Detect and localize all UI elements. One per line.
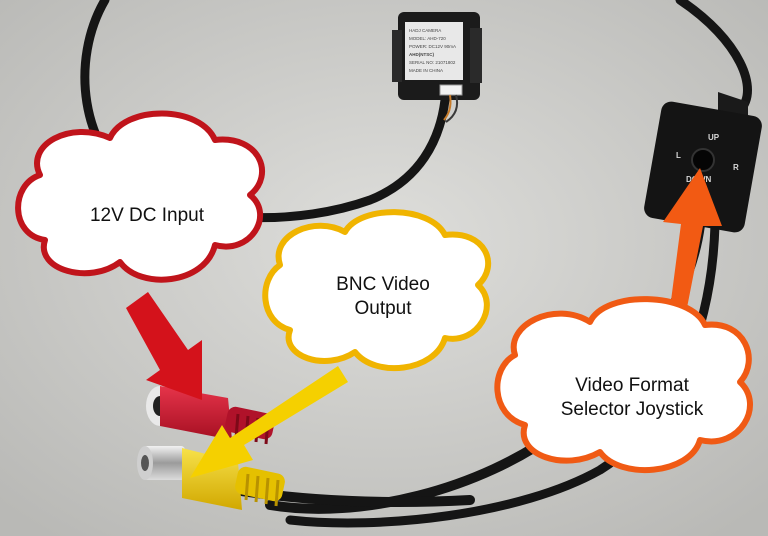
joystick-knob bbox=[691, 148, 715, 172]
callout-joystick-line1: Video Format bbox=[575, 375, 689, 396]
callout-joystick-line2: Selector Joystick bbox=[560, 399, 704, 420]
camera-connector bbox=[439, 84, 463, 96]
callout-cloud-joystick bbox=[494, 296, 753, 474]
orange-arrow bbox=[663, 168, 722, 318]
red-arrow bbox=[126, 292, 202, 400]
yellow-arrow bbox=[190, 366, 348, 478]
callout-cloud-dc-input bbox=[15, 110, 265, 283]
camera-label bbox=[405, 22, 463, 80]
camera-label-text: HADJ CAMERA MODEL: AHD-720 POWER: DC12V … bbox=[409, 28, 456, 73]
joystick-box: UP L R DOWN bbox=[644, 92, 762, 233]
callout-dc-input-label: 12V DC Input bbox=[89, 205, 205, 226]
camera-label-line: POWER: DC12V 90mA bbox=[409, 44, 456, 49]
joystick-label-up: UP bbox=[708, 133, 720, 142]
callout-bnc-line2: Output bbox=[354, 298, 412, 319]
joystick-label-right: R bbox=[733, 163, 739, 172]
camera-label-line: MODEL: AHD-720 bbox=[409, 36, 446, 41]
callout-joystick-text: Video Format Selector Joystick bbox=[522, 374, 742, 422]
cable-joystick-down-2 bbox=[285, 220, 720, 528]
callout-cloud-bnc-output bbox=[262, 209, 491, 372]
callout-bnc-line1: BNC Video bbox=[336, 274, 430, 295]
camera-module: HADJ CAMERA MODEL: AHD-720 POWER: DC12V … bbox=[392, 12, 482, 123]
callout-dc-input-text: 12V DC Input bbox=[42, 204, 252, 228]
camera-label-line: MADE IN CHINA bbox=[409, 68, 443, 73]
camera-label-line: SERIAL NO: 21071802 bbox=[409, 60, 456, 65]
callout-bnc-output-text: BNC Video Output bbox=[288, 273, 478, 321]
camera-label-line: AHD(NTSC) bbox=[409, 52, 434, 57]
camera-label-line: HADJ CAMERA bbox=[409, 28, 441, 33]
joystick-label-left: L bbox=[676, 151, 681, 160]
